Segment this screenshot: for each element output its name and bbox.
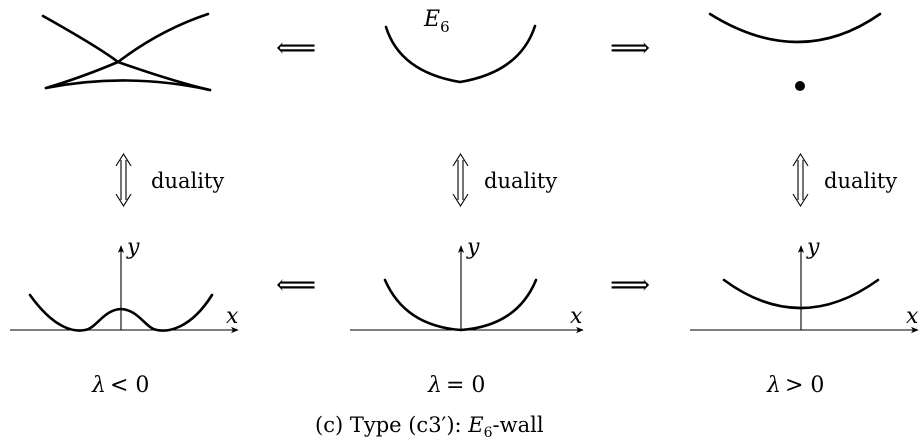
double-well-curve [28, 293, 214, 332]
implies-right-bottom: ⟹ [610, 268, 650, 301]
axes-left [10, 245, 239, 334]
duality-arrow-center [452, 152, 469, 208]
y-axis-label-center: y [466, 235, 480, 260]
duality-arrow-right [792, 152, 809, 208]
implies-left-top: ⟸ [276, 31, 316, 64]
axes-right [690, 245, 919, 334]
implies-right-top: ⟹ [610, 31, 650, 64]
implies-left-bottom: ⟸ [276, 268, 316, 301]
e6-label: E6 [423, 7, 450, 36]
smooth-curve-right [708, 12, 882, 44]
condition-lambda-positive: λ> 0 [766, 373, 824, 398]
condition-lambda-zero: λ= 0 [427, 373, 485, 398]
duality-label-left: duality [151, 169, 224, 193]
swallowtail-curve [41, 12, 212, 92]
condition-lambda-negative: λ< 0 [91, 373, 149, 398]
x-axis-label-center: x [570, 304, 583, 329]
duality-label-center: duality [484, 169, 557, 193]
convex-curve [722, 278, 880, 310]
y-axis-label-left: y [126, 235, 140, 260]
isolated-point [795, 81, 805, 91]
y-axis-label-right: y [806, 235, 820, 260]
duality-arrow-left [115, 152, 132, 208]
duality-label-right: duality [824, 169, 897, 193]
x-axis-label-right: x [906, 304, 919, 329]
e6-cusp-curve [384, 24, 537, 84]
degenerate-curve [383, 278, 538, 332]
x-axis-label-left: x [226, 304, 239, 329]
figure-caption: (c) Type (c3′): E6-wall [315, 413, 544, 441]
